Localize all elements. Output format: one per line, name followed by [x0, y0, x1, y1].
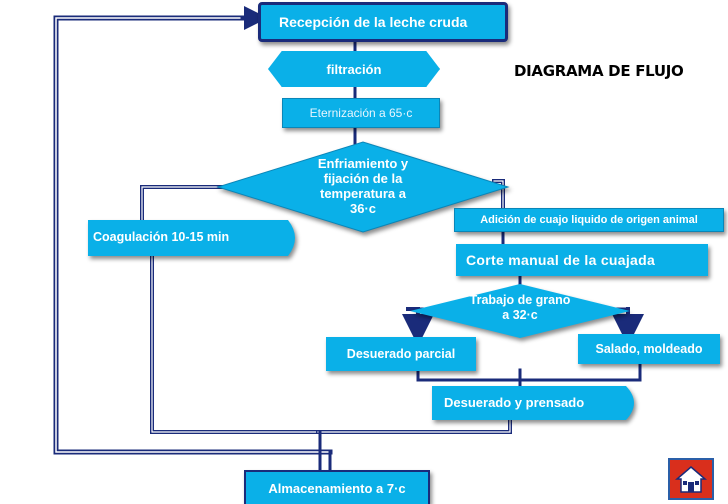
node-desuerado-prensado-shape[interactable]: [432, 386, 642, 420]
node-coagulacion: Coagulación 10-15 min: [93, 230, 230, 244]
node-adicion[interactable]: Adición de cuajo liquido de origen anima…: [454, 208, 724, 232]
node-desuerado-prensado: Desuerado y prensado: [444, 395, 585, 410]
node-filtracion[interactable]: filtración: [268, 51, 440, 87]
node-almacenamiento[interactable]: Almacenamiento a 7·c: [244, 470, 430, 504]
home-icon: [674, 466, 708, 493]
home-button[interactable]: [668, 458, 714, 500]
link-coagulacion-down: [150, 254, 320, 434]
node-coagulacion-shape[interactable]: [88, 220, 302, 256]
node-trabajo: Trabajo de grano a 32·c: [469, 293, 571, 322]
node-desuerado-parcial[interactable]: Desuerado parcial: [326, 337, 476, 371]
node-eternizacion[interactable]: Eternización a 65·c: [282, 98, 440, 128]
diagram-title: DIAGRAMA DE FLUJO: [514, 62, 684, 80]
node-enfriamiento-shape[interactable]: [216, 141, 510, 233]
link-diamond-coagulacion: [140, 185, 224, 222]
node-salado[interactable]: Salado, moldeado: [578, 334, 720, 364]
node-trabajo-shape[interactable]: [410, 284, 630, 338]
link-prensado-down: [316, 416, 512, 434]
link-parcial-prensado: [416, 369, 522, 382]
node-recepcion[interactable]: Recepción de la leche cruda: [258, 2, 508, 42]
node-corte[interactable]: Corte manual de la cuajada: [456, 244, 708, 276]
node-enfriamiento: Enfriamiento y fijación de la temperatur…: [317, 156, 409, 216]
